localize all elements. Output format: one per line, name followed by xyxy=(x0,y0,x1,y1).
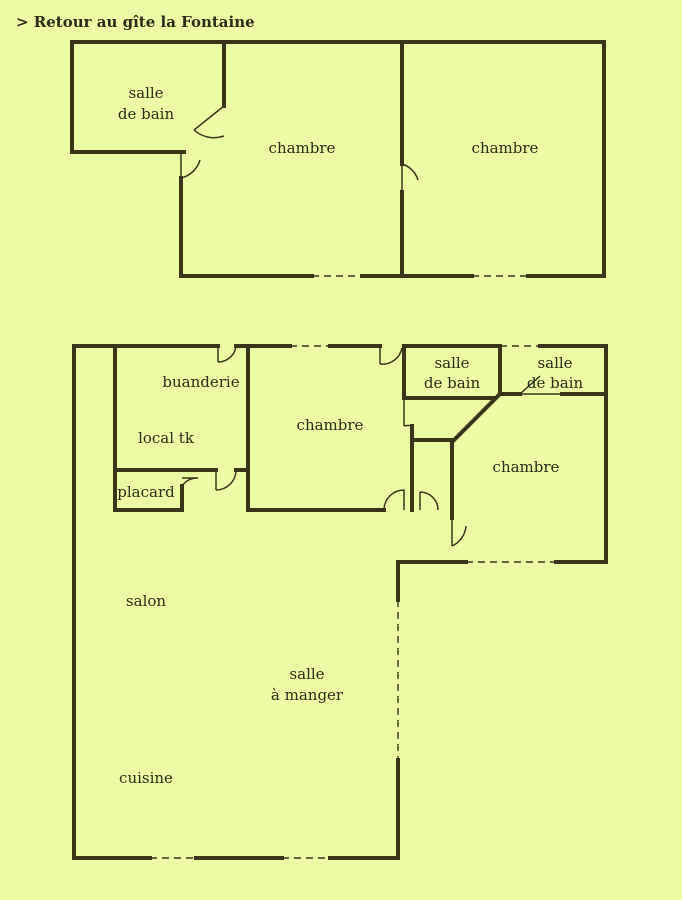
room-label-tech-room: local tk xyxy=(138,429,195,447)
bedroom-door-arc xyxy=(180,152,201,179)
bathroom-door-arc xyxy=(193,105,225,139)
room-label-bathroom-line1: salle xyxy=(434,354,469,372)
room-label-dining-line1: salle xyxy=(289,665,324,683)
door-arc xyxy=(379,346,403,365)
door-arc xyxy=(181,477,199,487)
bedroom-door-arc xyxy=(401,163,419,192)
room-label-bathroom-line2: de bain xyxy=(118,105,175,123)
room-label-living-room: salon xyxy=(126,592,166,610)
room-label-bathroom-line1: salle xyxy=(128,84,163,102)
room-label-dining-line2: à manger xyxy=(271,686,344,704)
door-arc xyxy=(215,469,237,491)
door-arc xyxy=(403,398,413,427)
door-arc xyxy=(217,345,237,363)
room-label-bathroom-line1: salle xyxy=(537,354,572,372)
room-label-bedroom: chambre xyxy=(493,458,560,476)
door-arc xyxy=(383,489,405,511)
door-arc xyxy=(519,375,562,395)
door-arc xyxy=(419,491,439,511)
room-label-bedroom: chambre xyxy=(297,416,364,434)
door-arc xyxy=(451,518,467,547)
room-label-laundry: buanderie xyxy=(162,373,239,391)
room-label-bathroom-line2: de bain xyxy=(527,374,584,392)
upper-floor-plan xyxy=(70,40,606,278)
ground-floor-plan xyxy=(72,344,608,860)
room-label-bathroom-line2: de bain xyxy=(424,374,481,392)
room-label-bedroom: chambre xyxy=(269,139,336,157)
room-label-closet: placard xyxy=(117,483,175,501)
room-label-bedroom: chambre xyxy=(472,139,539,157)
back-to-gite-link[interactable]: > Retour au gîte la Fontaine xyxy=(16,13,255,31)
room-label-kitchen: cuisine xyxy=(119,769,173,787)
